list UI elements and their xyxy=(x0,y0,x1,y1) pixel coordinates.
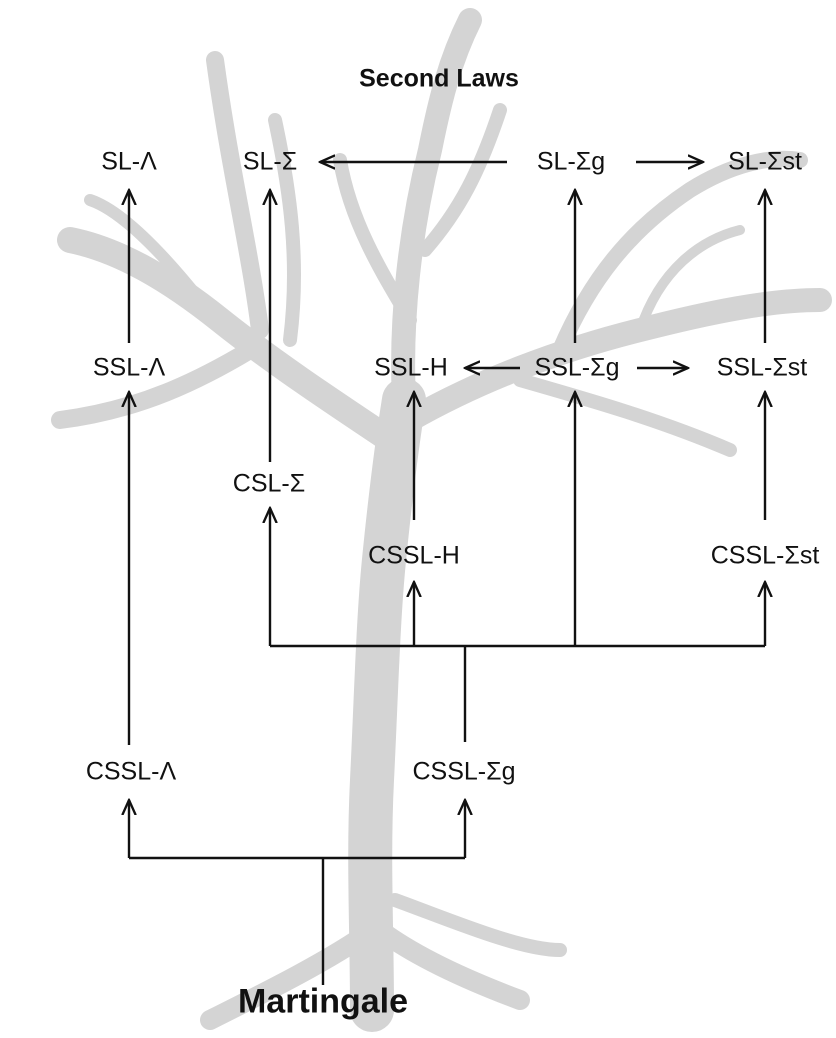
diagram-title: Second Laws xyxy=(359,64,519,93)
tree-trunk xyxy=(348,378,426,1032)
node-ssl-lambda: SSL-Λ xyxy=(92,353,166,382)
node-sl-sigma-g: SL-Σg xyxy=(536,147,606,176)
node-sl-lambda: SL-Λ xyxy=(101,147,157,176)
node-cssl-sigma-st: CSSL-Σst xyxy=(710,541,820,570)
node-sl-sigma: SL-Σ xyxy=(242,147,298,176)
node-ssl-h: SSL-H xyxy=(374,353,448,382)
node-cssl-sigma-g: CSSL-Σg xyxy=(412,757,516,786)
tree-branch-mid xyxy=(391,8,482,412)
tree-branch-left-twig xyxy=(84,194,206,306)
tree-branch-left-up xyxy=(206,51,269,339)
tree-branch-mid-right xyxy=(418,103,507,257)
tree-branch-left xyxy=(57,227,403,453)
node-sl-sigma-st: SL-Σst xyxy=(728,147,802,176)
tree-root-right2 xyxy=(388,893,567,957)
tree-branch-right-up xyxy=(552,150,808,358)
node-cssl-h: CSSL-H xyxy=(368,541,460,570)
root-label: Martingale xyxy=(237,982,409,1021)
tree-branch-right-top xyxy=(635,225,745,335)
tree-root-left xyxy=(200,920,382,1030)
tree-branch-left-up2 xyxy=(268,113,302,347)
tree-branch-left-low xyxy=(51,341,259,429)
tree-branch-right-low xyxy=(513,373,737,457)
tree-branch-mid-left xyxy=(333,153,417,327)
node-ssl-sigma-st: SSL-Σst xyxy=(716,353,808,382)
tree-root-right xyxy=(370,920,530,1010)
node-ssl-sigma-g: SSL-Σg xyxy=(534,353,620,382)
node-cssl-lambda: CSSL-Λ xyxy=(85,757,177,786)
node-csl-sigma: CSL-Σ xyxy=(232,469,306,498)
